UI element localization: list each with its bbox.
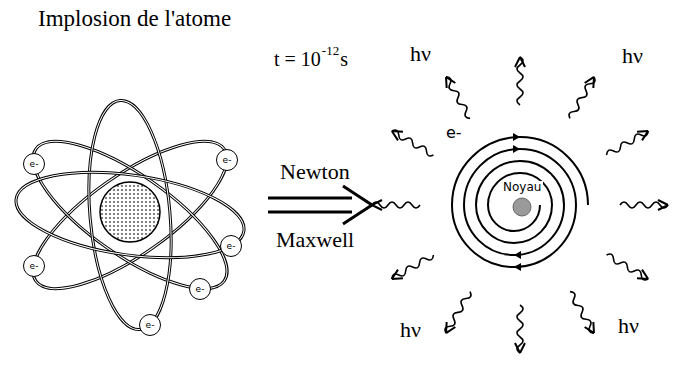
- law-label: Maxwell: [276, 228, 354, 252]
- electron-label: e-: [227, 242, 236, 251]
- double-arrow: [268, 186, 372, 224]
- nucleus-right: [513, 198, 531, 216]
- nucleus-label: Noyau: [501, 181, 543, 194]
- spiral-orbit: [452, 137, 588, 267]
- nucleus-left: [100, 182, 160, 242]
- time-label: t = 10: [274, 48, 321, 70]
- time-exponent: -12: [322, 44, 339, 58]
- photon-label: hν: [400, 318, 421, 342]
- photon-label: hν: [410, 42, 431, 66]
- electron-circle: e-: [23, 153, 45, 175]
- electron-circle: e-: [189, 278, 211, 300]
- electron-label: e-: [30, 262, 39, 271]
- photon-label: hν: [622, 44, 643, 68]
- orbits: [11, 97, 250, 333]
- electron-label: e-: [223, 156, 232, 165]
- electron-circle: e-: [220, 235, 242, 257]
- electron-circle: e-: [139, 314, 161, 336]
- electron-label: e-: [446, 124, 462, 142]
- electron-circle: e-: [23, 255, 45, 277]
- electron-label: e-: [196, 285, 205, 294]
- law-label: Newton: [280, 160, 350, 184]
- electron-circle: e-: [216, 149, 238, 171]
- time-unit: s: [340, 48, 348, 70]
- title: Implosion de l'atome: [38, 6, 231, 31]
- electron-label: e-: [146, 321, 155, 330]
- photon-label: hν: [618, 314, 639, 338]
- radiation-waves: [372, 57, 668, 353]
- electron-label: e-: [30, 160, 39, 169]
